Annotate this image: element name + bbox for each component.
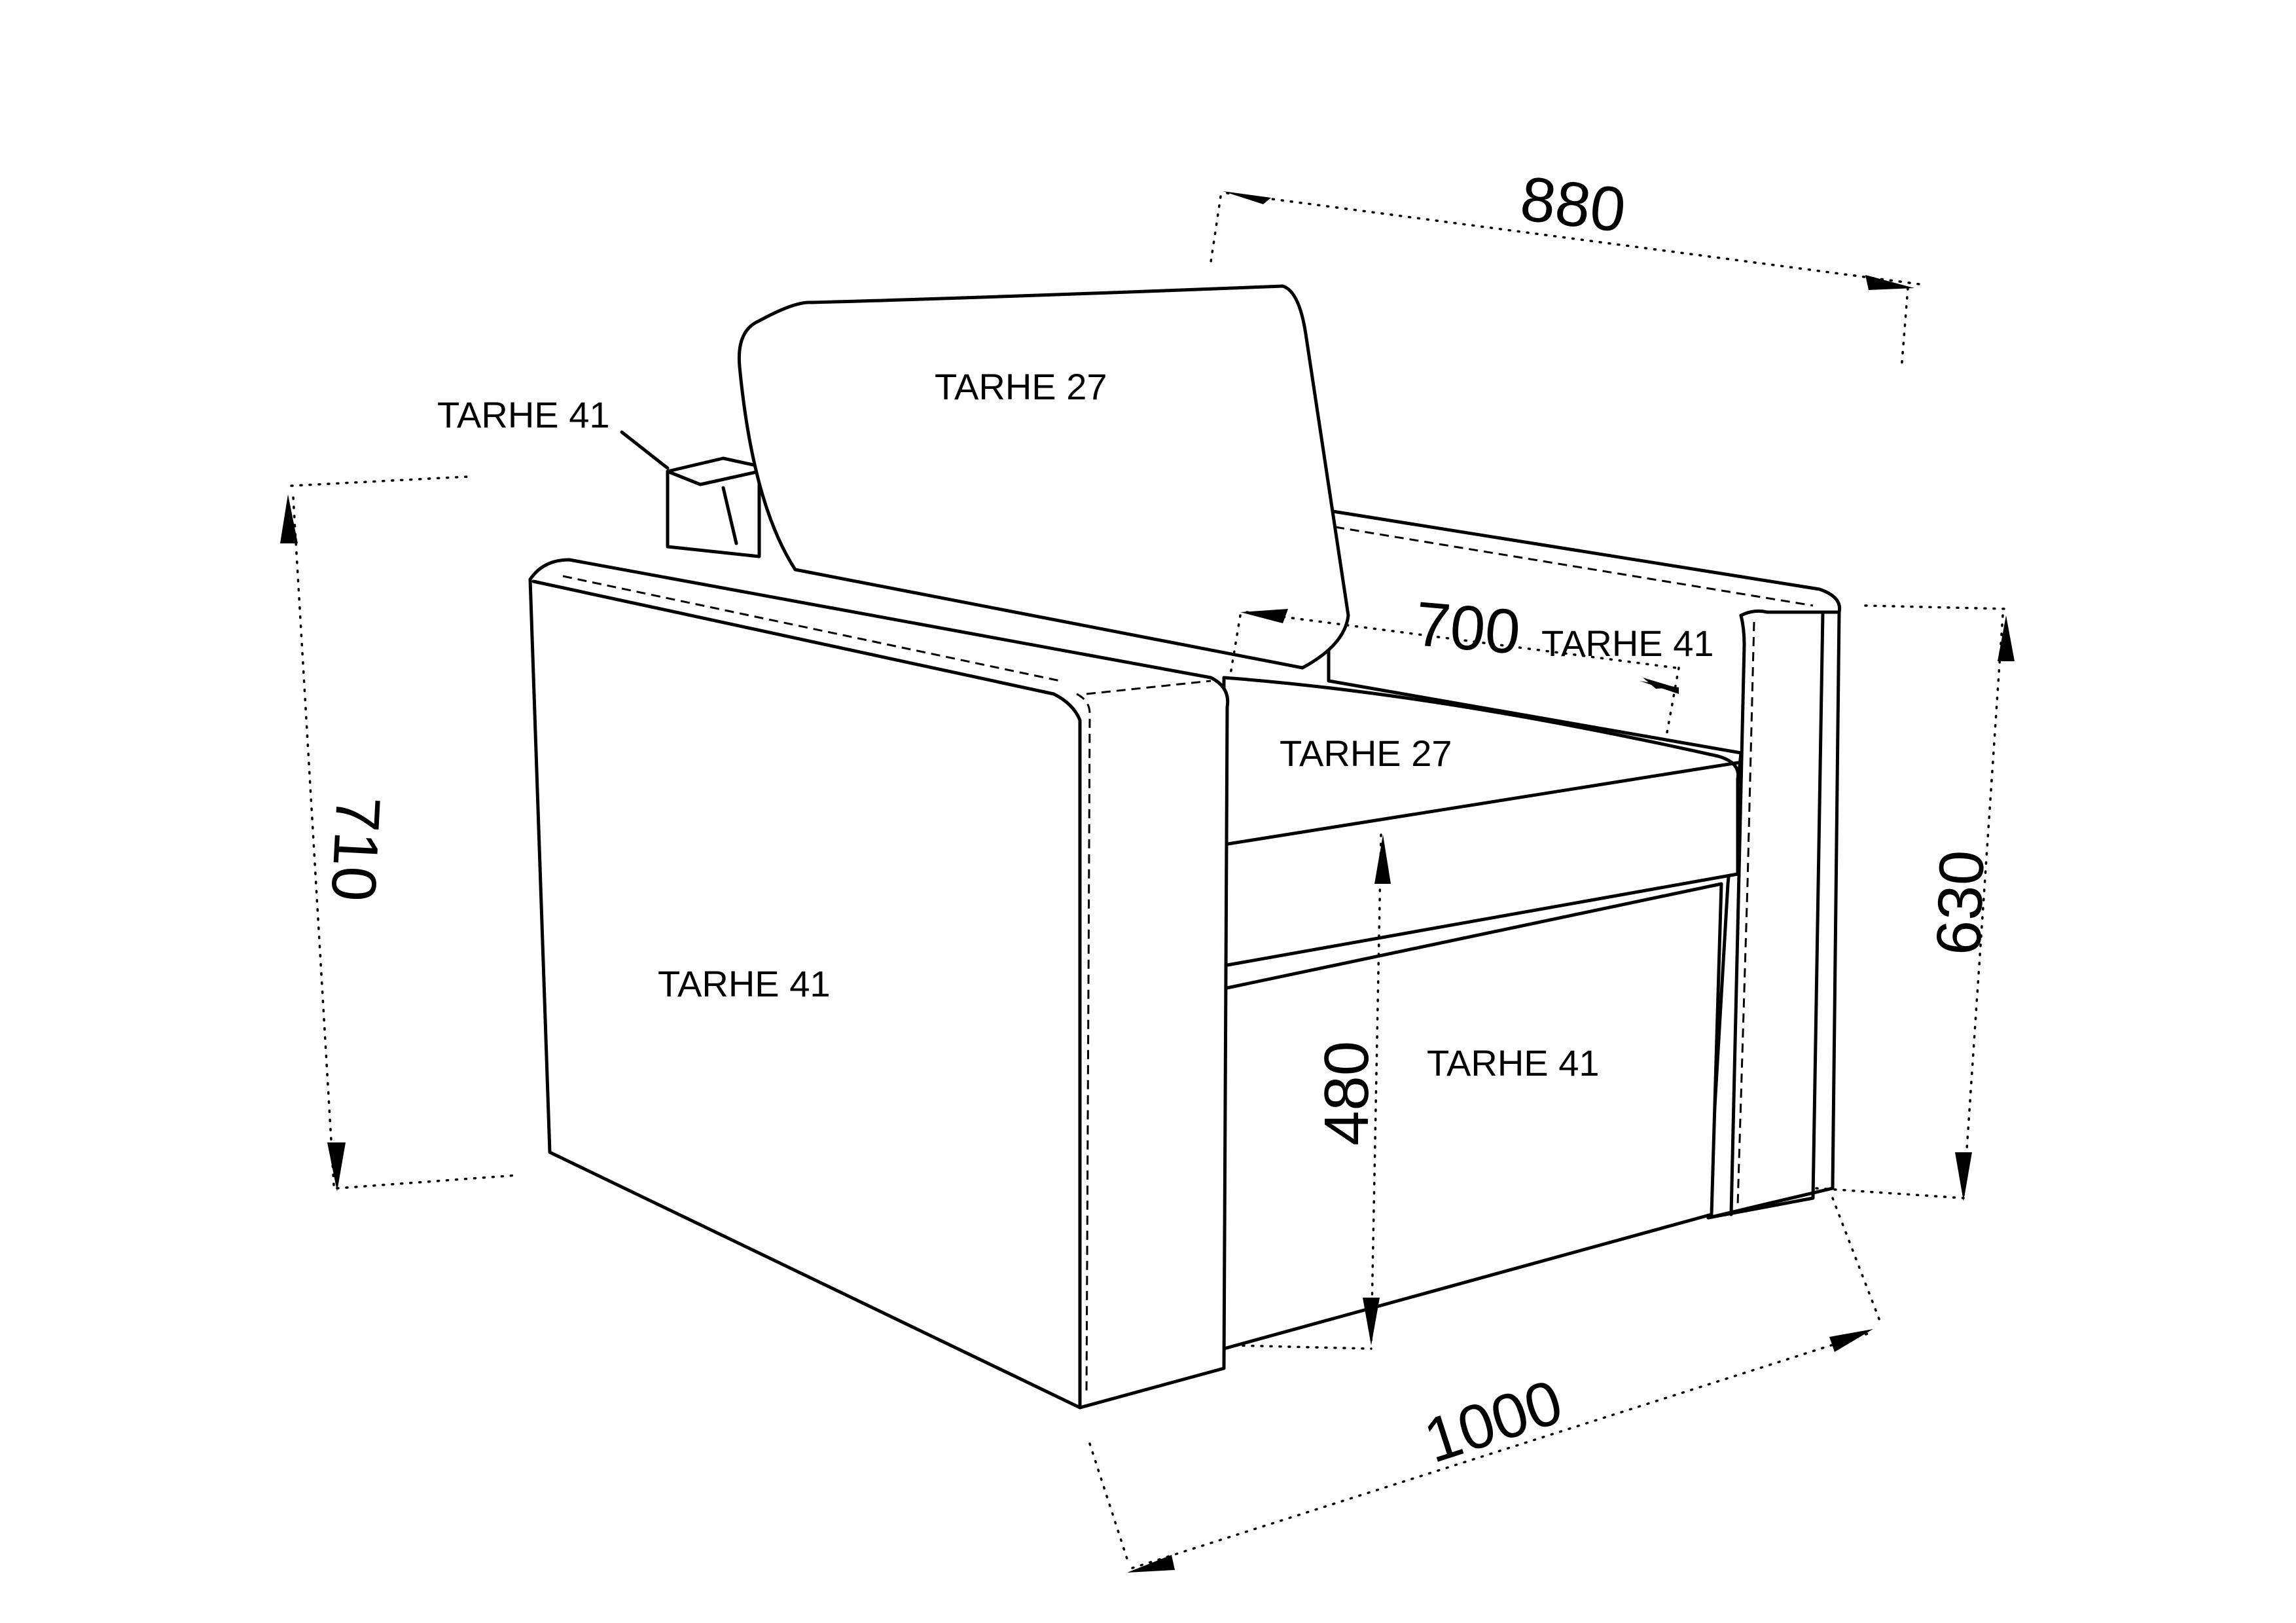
label-right-arm-inner: TARHE 41	[1541, 623, 1713, 664]
label-front-base: TARHE 41	[1427, 1042, 1599, 1084]
dim-630: 630	[1924, 849, 1998, 957]
label-back-cushion: TARHE 27	[935, 366, 1107, 407]
right-arm	[1327, 509, 1842, 1220]
dim-700: 700	[1412, 589, 1523, 668]
arrow-700-left	[1240, 609, 1288, 623]
label-back-arm-top: TARHE 41	[437, 394, 609, 435]
dim-880: 880	[1516, 164, 1629, 246]
arrow-1000-right	[1829, 1329, 1873, 1352]
arrow-630-bottom	[1955, 1152, 1972, 1201]
arrow-710-top	[280, 494, 298, 543]
arrow-880-right	[1865, 275, 1914, 290]
arrow-480-top	[1374, 835, 1391, 884]
arrow-630-top	[1998, 615, 2015, 661]
left-arm	[528, 558, 1230, 1410]
arrow-880-left	[1223, 191, 1271, 204]
back-arm	[666, 456, 761, 558]
arrow-710-bottom	[327, 1142, 346, 1192]
dimension-lines	[290, 192, 2007, 1569]
back-cushion	[737, 284, 1350, 670]
arrow-1000-left	[1127, 1555, 1175, 1573]
small-pointer	[1640, 681, 1679, 694]
seat-cushion	[1222, 676, 1740, 968]
label-left-arm-side: TARHE 41	[658, 963, 830, 1004]
dim-480: 480	[1312, 1041, 1382, 1146]
label-seat-cushion: TARHE 27	[1280, 733, 1452, 774]
dim-710: 710	[318, 795, 393, 903]
dim-1000: 1000	[1416, 1366, 1570, 1476]
leader-line	[620, 430, 670, 470]
arrow-480-bottom	[1363, 1298, 1380, 1345]
